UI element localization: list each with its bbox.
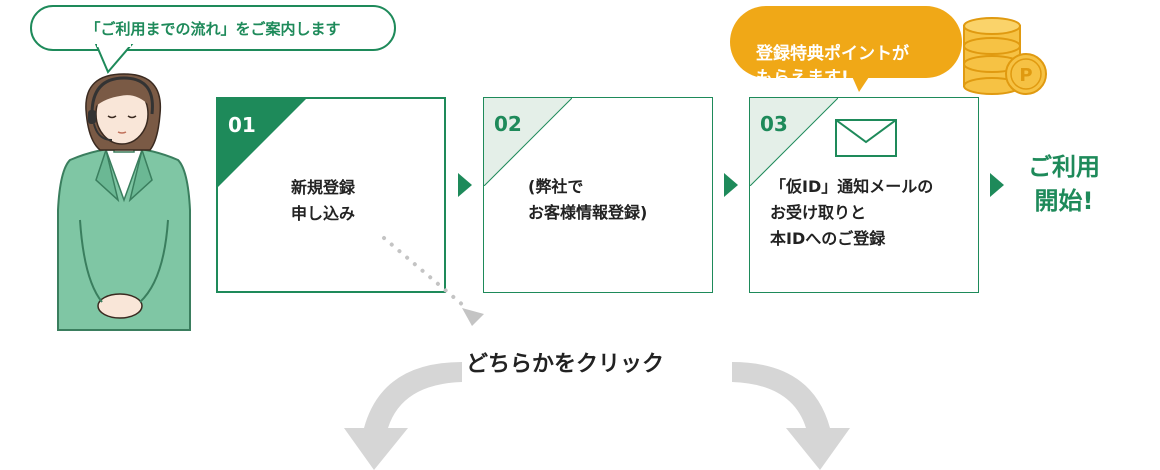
- step-text: 新規登録 申し込み: [291, 178, 356, 223]
- step-text: 「仮ID」通知メールの お受け取りと 本IDへのご登録: [770, 177, 934, 248]
- flow-arrow: [458, 173, 472, 197]
- step-corner-triangle: [484, 98, 572, 186]
- coin-stack-icon: P: [963, 17, 1047, 95]
- envelope-icon: [835, 119, 897, 157]
- dotted-pointer: [382, 236, 484, 326]
- bonus-bubble-text: 登録特典ポイントが もらえます!: [756, 44, 909, 88]
- bonus-bubble-tail: [851, 74, 871, 92]
- step-corner-triangle: [750, 98, 838, 186]
- coin-letter: P: [1019, 65, 1032, 86]
- curved-arrow-right: [732, 362, 850, 470]
- step-text: (弊社で お客様情報登録): [528, 177, 648, 222]
- step-01-box[interactable]: 01 新規登録 申し込み: [216, 97, 446, 293]
- click-instruction: どちらかをクリック: [466, 352, 665, 377]
- step-number: 01: [228, 113, 256, 137]
- guide-speech-bubble: 「ご利用までの流れ」をご案内します: [30, 5, 396, 51]
- step-corner-triangle: [218, 99, 306, 187]
- step-number: 02: [494, 112, 522, 136]
- guide-bubble-text: 「ご利用までの流れ」をご案内します: [85, 19, 341, 38]
- flow-arrow: [990, 173, 1004, 197]
- curved-arrow-left: [344, 362, 462, 470]
- step-number: 03: [760, 112, 788, 136]
- service-start-label: ご利用 開始!: [1028, 153, 1100, 215]
- flow-arrow: [724, 173, 738, 197]
- support-woman-illustration: [57, 73, 191, 331]
- step-02-box: 02 (弊社で お客様情報登録): [483, 97, 713, 293]
- step-03-box: 03 「仮ID」通知メールの お受け取りと 本IDへのご登録: [749, 97, 979, 293]
- guide-bubble-tail: [94, 44, 134, 74]
- bonus-points-bubble: 登録特典ポイントが もらえます!: [730, 6, 962, 88]
